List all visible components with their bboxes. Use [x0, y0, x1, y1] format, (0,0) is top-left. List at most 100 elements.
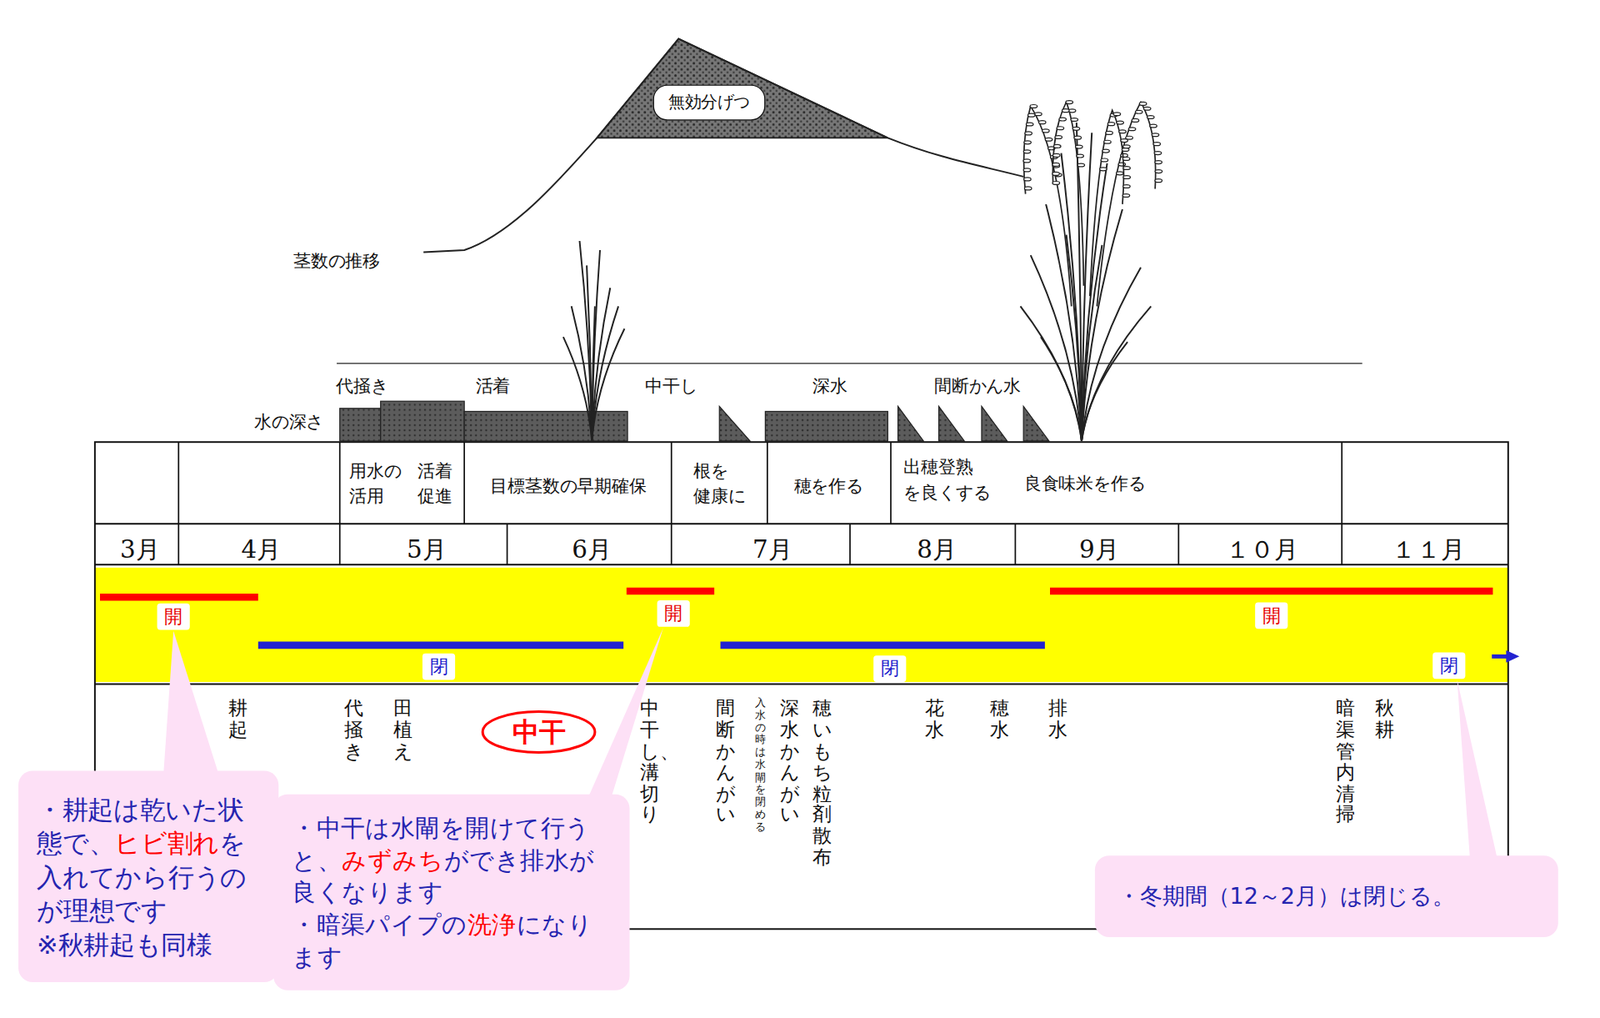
table-rule — [177, 441, 180, 524]
rice-grain — [1122, 194, 1130, 198]
chart-label: 深水 — [812, 374, 848, 398]
rice-grain — [1123, 185, 1131, 189]
table-rule — [1177, 523, 1180, 565]
rice-grain — [1120, 139, 1129, 143]
month-label: 5月 — [406, 532, 447, 565]
rice-grain — [1042, 129, 1050, 133]
note-text: ・暗渠パイプの洗浄になります — [291, 909, 615, 975]
rice-grain — [1023, 150, 1031, 154]
rice-grain — [1077, 163, 1085, 167]
node-label: 無効分げつ — [668, 91, 750, 114]
month-label: 4月 — [241, 532, 282, 565]
rice-grain — [1120, 153, 1129, 157]
work-item: 暗渠管内清掃 — [1335, 696, 1355, 825]
rice-leaf — [1020, 305, 1082, 441]
callout-tail — [1457, 680, 1499, 862]
month-label: １１月 — [1391, 532, 1465, 565]
rice-grain — [1024, 177, 1032, 181]
rice-grain — [1100, 158, 1109, 162]
rice-grain — [1146, 115, 1155, 120]
note-text: ・暗渠パイプの — [291, 910, 468, 939]
valve-period-bar — [1050, 587, 1493, 595]
rice-grain — [1027, 113, 1035, 117]
note-text: ※秋耕起も同様 — [36, 930, 213, 960]
rice-grain — [1061, 109, 1070, 113]
rice-grain — [1030, 105, 1038, 109]
month-label: 3月 — [120, 532, 160, 565]
node-label: 閉 — [430, 654, 449, 679]
rice-leaf — [586, 265, 592, 441]
table-rule — [463, 441, 465, 524]
valve-state-tag: 閉 — [422, 653, 455, 680]
rice-grain — [1056, 126, 1065, 130]
rice-grain — [1151, 133, 1160, 137]
chart-label: 水の深さ — [254, 410, 324, 434]
month-label: 7月 — [752, 532, 793, 565]
rice-leaf — [580, 240, 593, 441]
rice-grain — [1139, 101, 1147, 105]
table-cell: 出穂登熟 を良くする — [903, 453, 990, 505]
work-item: 花水 — [925, 696, 945, 740]
rice-grain — [1123, 175, 1131, 180]
rice-grain — [1025, 131, 1033, 135]
rice-grain — [1115, 171, 1124, 175]
work-item: 深水かんがい — [780, 696, 800, 825]
rice-grain — [1150, 124, 1158, 128]
valve-period-bar — [720, 641, 1045, 650]
table-rule — [670, 441, 673, 524]
rice-grain — [1116, 120, 1125, 125]
rice-grain — [1052, 162, 1060, 166]
node-label: 開 — [1262, 603, 1281, 628]
rice-grain — [1143, 106, 1151, 110]
rice-grain — [1053, 144, 1061, 148]
table-rule — [95, 522, 1509, 525]
valve-state-tag: 閉 — [873, 655, 906, 682]
table-rule — [890, 441, 892, 524]
rice-grain — [1121, 148, 1130, 152]
rice-grain — [1072, 126, 1080, 130]
rice-grain — [1118, 162, 1126, 166]
chart-label: 茎数の推移 — [293, 248, 380, 272]
rice-grain — [1155, 170, 1163, 174]
month-label: 8月 — [916, 532, 957, 565]
rice-grain — [1065, 100, 1074, 105]
note-text: ・冬期間（12～2月）は閉じる。 — [1117, 883, 1455, 910]
callout-tail — [163, 630, 220, 777]
rice-leaf — [1040, 336, 1082, 441]
rice-grain — [1024, 186, 1032, 190]
rice-grain — [1154, 151, 1162, 155]
rice-panicle — [1090, 110, 1125, 296]
month-label: 9月 — [1079, 532, 1120, 565]
rice-grain — [1023, 159, 1031, 163]
table-rule — [95, 682, 1509, 685]
water-depth-triangle — [981, 405, 1008, 441]
note-text: ※秋耕起も同様 — [36, 927, 265, 961]
callout-note: ・耕起は乾いた状態で、ヒビ割れを入れてから行うのが理想です※秋耕起も同様 — [18, 770, 279, 981]
table-rule — [177, 523, 180, 565]
valve-state-tag: 開 — [157, 603, 190, 630]
rice-grain — [1075, 145, 1083, 149]
chart-label: 活着 — [475, 374, 511, 398]
table-rule — [339, 441, 341, 524]
rice-grain — [1052, 171, 1060, 175]
rice-grain — [1113, 112, 1121, 116]
water-depth-block — [765, 410, 888, 441]
table-rule — [1340, 523, 1343, 565]
rice-grain — [1100, 167, 1108, 171]
rice-grain — [1076, 154, 1085, 158]
rice-grain — [1131, 118, 1140, 122]
table-rule — [339, 523, 341, 565]
water-depth-block — [340, 408, 381, 441]
table-rule — [95, 563, 1509, 565]
note-text: ・耕起は乾いた状態で、ヒビ割れを入れてから行うのが理想です — [36, 792, 265, 928]
table-rule — [506, 523, 509, 565]
node-label: 閉 — [880, 655, 900, 680]
rice-panicle — [1096, 101, 1155, 306]
rice-grain — [1074, 135, 1082, 140]
rice-grain — [1155, 179, 1163, 183]
work-item: 排水 — [1048, 696, 1068, 740]
valve-state-tag: 閉 — [1432, 651, 1465, 679]
rice-leaf — [1081, 209, 1123, 441]
valve-state-tag: 開 — [657, 600, 690, 627]
table-cell: 目標茎数の早期確保 — [490, 474, 646, 498]
